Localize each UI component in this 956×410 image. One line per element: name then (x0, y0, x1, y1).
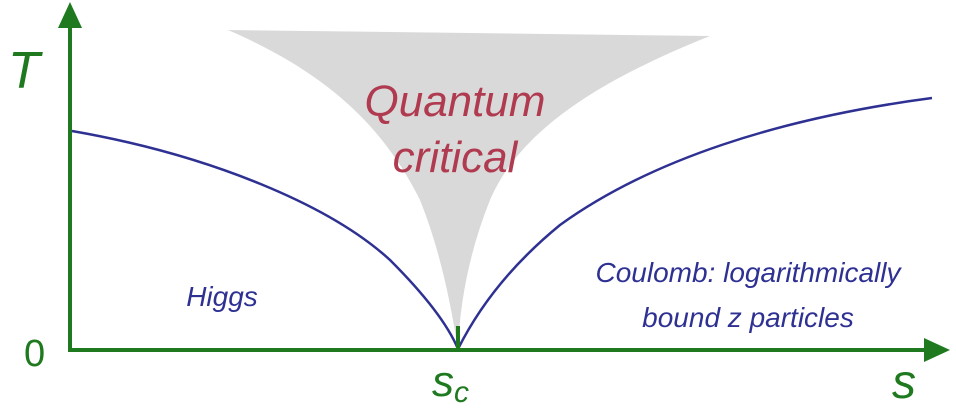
y-axis-arrowhead (58, 2, 82, 28)
origin-label: 0 (24, 333, 45, 375)
right-phase-boundary (456, 96, 933, 350)
higgs-label: Higgs (186, 281, 258, 312)
coulomb-label-line-1: Coulomb: logarithmically (595, 257, 902, 288)
critical-point-symbol: s (432, 357, 454, 406)
quantum-critical-label-line-1: Quantum (365, 77, 546, 126)
critical-point-label: sc (432, 357, 469, 409)
x-axis-arrowhead (924, 338, 950, 362)
quantum-critical-region (228, 30, 710, 349)
x-axis-label: s (892, 356, 916, 409)
left-phase-boundary (71, 129, 460, 350)
quantum-critical-label-line-2: critical (393, 133, 519, 182)
coulomb-label-line-2: bound z particles (642, 302, 854, 333)
y-axis-label: T (8, 42, 43, 100)
critical-point-subscript: c (454, 376, 469, 409)
